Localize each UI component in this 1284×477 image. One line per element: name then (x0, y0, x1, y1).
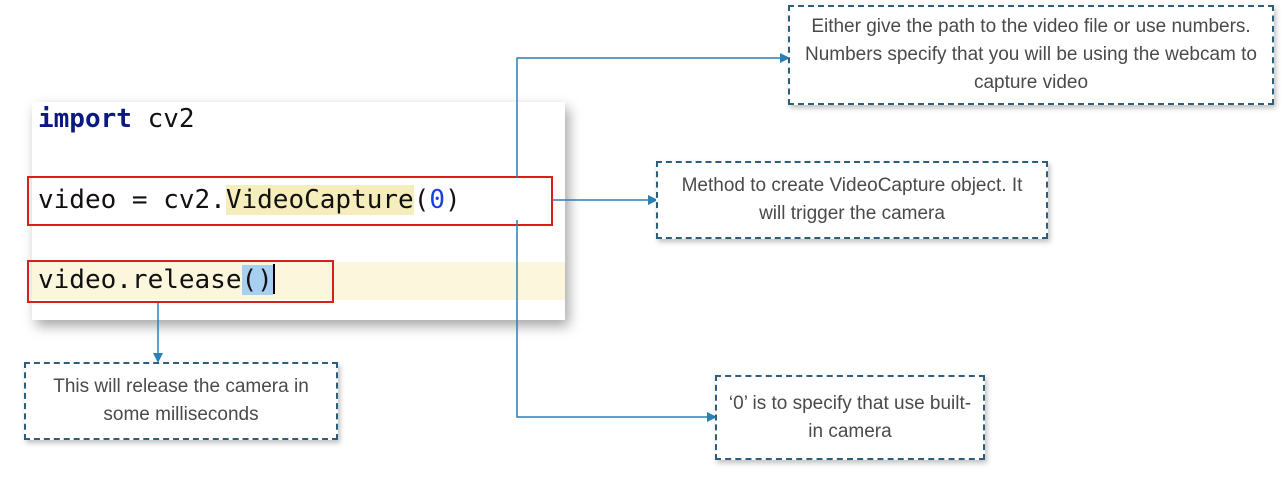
video-assign-prefix: video = cv2. (38, 185, 226, 215)
import-module: cv2 (131, 104, 195, 134)
release-call-prefix: video.release (38, 265, 242, 295)
release-parens: () (241, 265, 273, 295)
import-keyword: import (38, 104, 132, 134)
code-editor-panel: import cv2 video = cv2.VideoCapture(0) v… (32, 102, 565, 320)
path-note-connector (516, 53, 790, 178)
videocapture-highlight-box (27, 176, 553, 226)
release-camera-note: This will release the camera in some mil… (24, 362, 338, 440)
text-caret (272, 264, 275, 294)
zero-note-connector (516, 220, 717, 422)
videocapture-method-note: Method to create VideoCapture object. It… (656, 161, 1048, 239)
path-or-number-note: Either give the path to the video file o… (788, 5, 1274, 105)
release-highlight-box (27, 260, 334, 303)
videocapture-method: VideoCapture (225, 185, 414, 215)
zero-builtin-camera-note: ‘0’ is to specify that use built-in came… (715, 375, 985, 460)
camera-index-argument: 0 (429, 185, 445, 215)
open-paren: ( (413, 185, 430, 215)
code-line-release: video.release() (38, 263, 275, 297)
code-line-videocapture: video = cv2.VideoCapture(0) (38, 183, 461, 217)
close-paren: ) (445, 185, 461, 215)
code-line-import: import cv2 (38, 102, 195, 136)
current-line-highlight (32, 262, 565, 300)
